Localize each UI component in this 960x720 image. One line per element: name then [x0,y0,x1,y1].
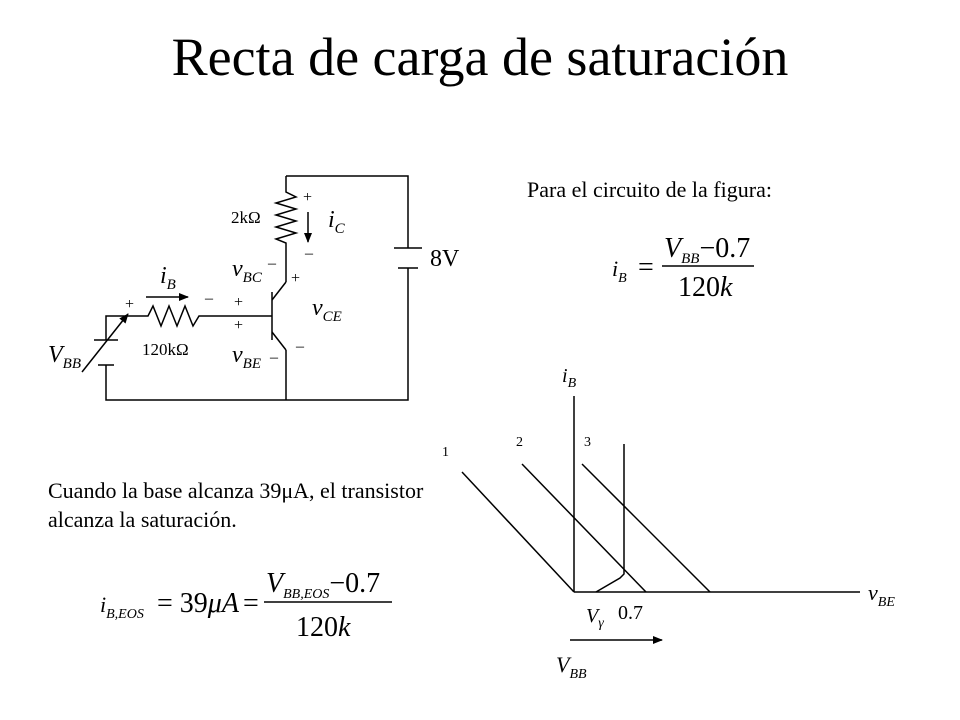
eq1-denominator: 120k [678,272,733,303]
eq1-equals: = [638,252,654,283]
saturation-text: Cuando la base alcanza 39μA, el transist… [48,478,424,532]
vbb-label: VBB [48,342,81,372]
ib-plus-sign: + [125,296,134,313]
graph-labels: iB vBE 1 2 3 Vγ 0.7 VBB [442,365,895,682]
equation-ib-eos: iB,EOS = 39μA = VBB,EOS−0.7 120k [100,568,392,643]
base-resistor [140,303,272,329]
v-gamma-label: Vγ [586,605,604,631]
load-line-1-label: 1 [442,445,449,460]
transistor-emitter-leg [271,331,287,351]
rc-plus-sign: + [303,189,312,206]
supply-label: 8V [430,246,460,272]
eq2-denominator: 120k [296,612,351,643]
vbc-label: vBC [232,256,263,286]
vbb-variable-arrow [81,313,129,373]
eq2-equals: = [243,588,259,619]
ib-label: iB [160,263,176,293]
slide-title: Recta de carga de saturación [171,27,789,87]
intro-text: Para el circuito de la figura: [527,177,772,202]
eq1-lhs: iB [612,256,627,286]
eq2-lhs: iB,EOS [100,592,144,622]
load-line-3 [581,463,711,593]
collector-resistor [273,176,299,282]
diode-characteristic [595,444,625,593]
rc-label: 2kΩ [231,208,261,227]
eq1-numerator: VBB−0.7 [664,233,750,267]
vbc-minus-sign: – [267,255,277,272]
wire-top [286,175,409,248]
load-line-3-label: 3 [584,435,591,450]
wire-right [105,268,409,401]
vbe-minus-sign: – [269,349,279,366]
eq2-middle: = 39μA [157,588,240,619]
graph-y-label: iB [562,365,577,391]
vbb-axis-label: VBB [556,652,587,682]
graph-x-label: vBE [868,580,895,610]
ic-label: iC [328,207,346,237]
circuit-diagram [81,175,422,401]
ib-vbe-graph [461,396,860,644]
vce-plus-sign: + [291,270,300,287]
load-line-2-label: 2 [516,435,523,450]
ib-minus-sign: – [204,290,214,307]
vbc-plus-sign: + [234,294,243,311]
load-line-1 [461,471,575,593]
circuit-labels: 2kΩ 120kΩ 8V + – + – – + + – + – iC iB v… [48,189,460,372]
vce-minus-sign: – [295,338,305,355]
equation-ib: iB = VBB−0.7 120k [612,233,754,303]
load-line-2 [521,463,647,593]
wire-vbb-top [105,315,140,340]
vce-label: vCE [312,295,342,325]
vbe-plus-sign: + [234,317,243,334]
eq2-numerator: VBB,EOS−0.7 [266,568,380,602]
transistor-collector-leg [271,281,287,301]
threshold-label: 0.7 [618,602,643,624]
rb-label: 120kΩ [142,340,189,359]
vbe-label: vBE [232,342,261,372]
rc-minus-sign: – [304,245,314,262]
